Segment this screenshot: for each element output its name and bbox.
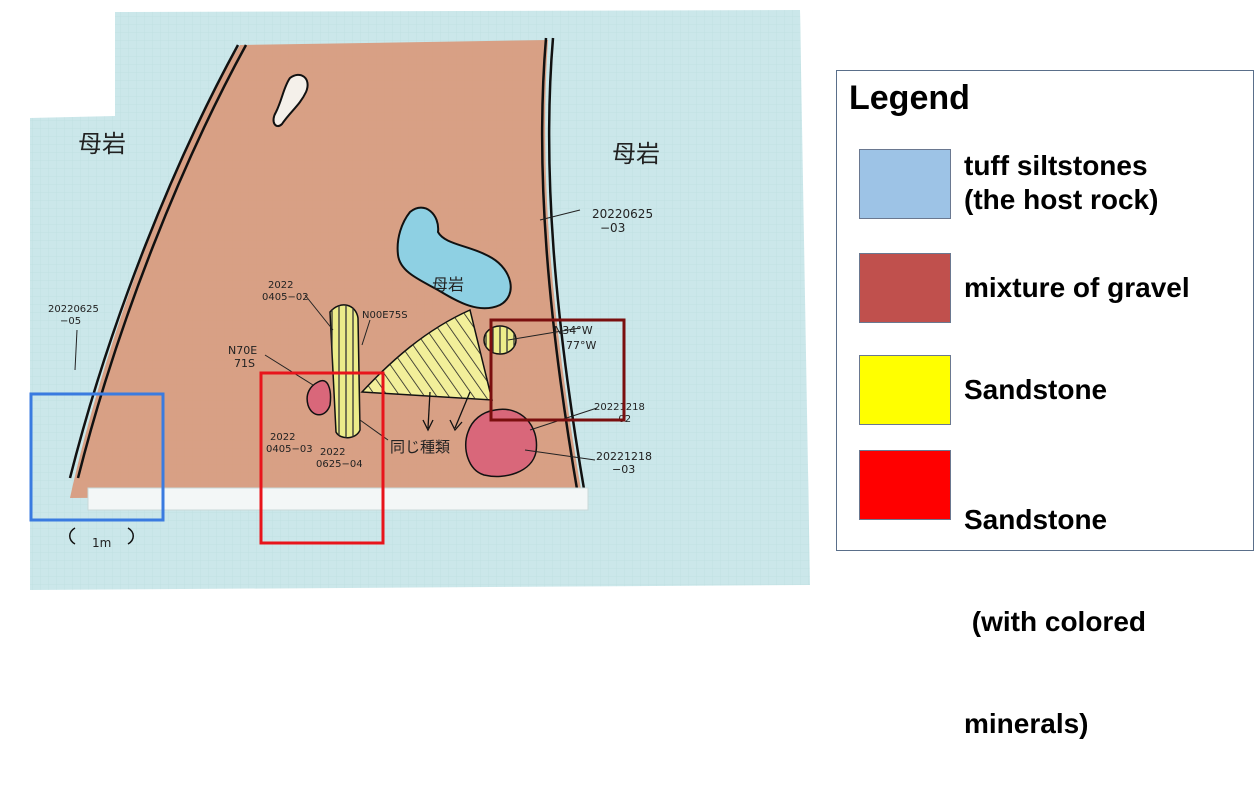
same-type-note: 同じ種類 — [390, 438, 450, 456]
legend-swatch-blue — [859, 149, 951, 219]
geological-sketch: 母岩 母岩 母岩 20220625−03 20220625−05 2022040… — [0, 0, 830, 598]
legend-swatch-yellow — [859, 355, 951, 425]
host-rock-inner-label: 母岩 — [432, 275, 464, 294]
legend-label: Sandstone — [964, 373, 1107, 407]
host-rock-right-label: 母岩 — [612, 140, 660, 168]
scale-label: 1m — [92, 536, 111, 550]
legend-swatch-brown — [859, 253, 951, 323]
strike-label-n00e75s: N00E75S — [362, 310, 408, 321]
legend-swatch-red — [859, 450, 951, 520]
legend-title: Legend — [849, 79, 970, 118]
legend-label: Sandstone (with colored minerals) — [964, 435, 1146, 809]
legend-label: tuff siltstones (the host rock) — [964, 149, 1158, 217]
legend-panel: Legend tuff siltstones (the host rock) m… — [836, 70, 1254, 551]
legend-label: mixture of gravel — [964, 271, 1190, 305]
host-rock-left-label: 母岩 — [78, 130, 126, 158]
